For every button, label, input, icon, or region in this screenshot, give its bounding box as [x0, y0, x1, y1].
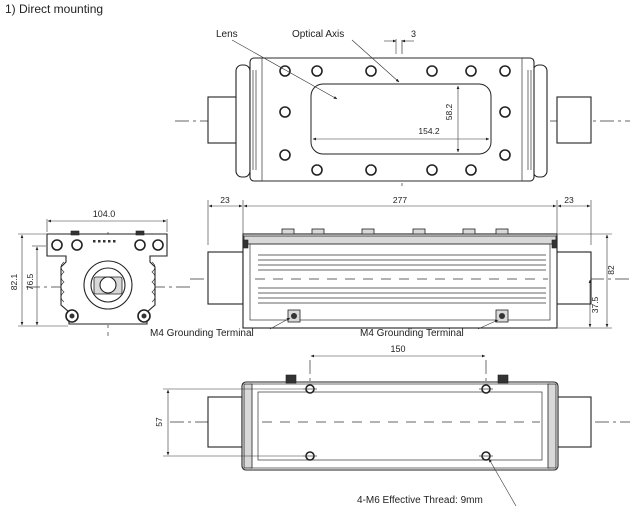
- dim-left-flange: 23: [220, 195, 230, 205]
- end-view-screws: [51, 230, 164, 323]
- bottom-view-mounting-holes: [303, 384, 493, 461]
- dim-window-height: 58.2: [444, 103, 454, 120]
- thread-label: 4-M6 Effective Thread: 9mm: [357, 495, 483, 506]
- side-view-top-screws: [281, 228, 509, 235]
- top-view-screw-holes: [279, 65, 511, 176]
- dim-end-width: 104.0: [93, 209, 116, 219]
- dim-axis-height: 37.5: [590, 296, 600, 313]
- top-view: 58.2 154.2 3 Lens Optical Axis: [175, 29, 630, 188]
- lens-window: [310, 83, 492, 155]
- dim-body-length: 277: [393, 195, 407, 205]
- bottom-view: 150 57 4-M6 Effective Thread: 9mm: [154, 344, 630, 507]
- end-view: 104.0 82.1 76.5: [9, 209, 190, 336]
- section-title: 1) Direct mounting: [5, 2, 103, 16]
- dim-hole-pitch-y: 57: [154, 417, 164, 427]
- lens-label: Lens: [216, 29, 238, 40]
- dim-window-width: 154.2: [418, 126, 440, 136]
- dim-side-height: 82: [606, 265, 616, 275]
- optical-axis-label: Optical Axis: [292, 29, 344, 40]
- side-view: 23 277 23: [150, 195, 630, 339]
- side-view-fins: [258, 254, 546, 304]
- dim-end-height-inner: 76.5: [25, 273, 35, 290]
- dim-right-flange: 23: [564, 195, 574, 205]
- dim-end-height-outer: 82.1: [9, 273, 19, 290]
- grounding-label-right: M4 Grounding Terminal: [360, 328, 464, 339]
- dim-axis-offset: 3: [411, 29, 416, 39]
- dim-hole-pitch-x: 150: [390, 344, 405, 354]
- grounding-label-left: M4 Grounding Terminal: [150, 328, 254, 339]
